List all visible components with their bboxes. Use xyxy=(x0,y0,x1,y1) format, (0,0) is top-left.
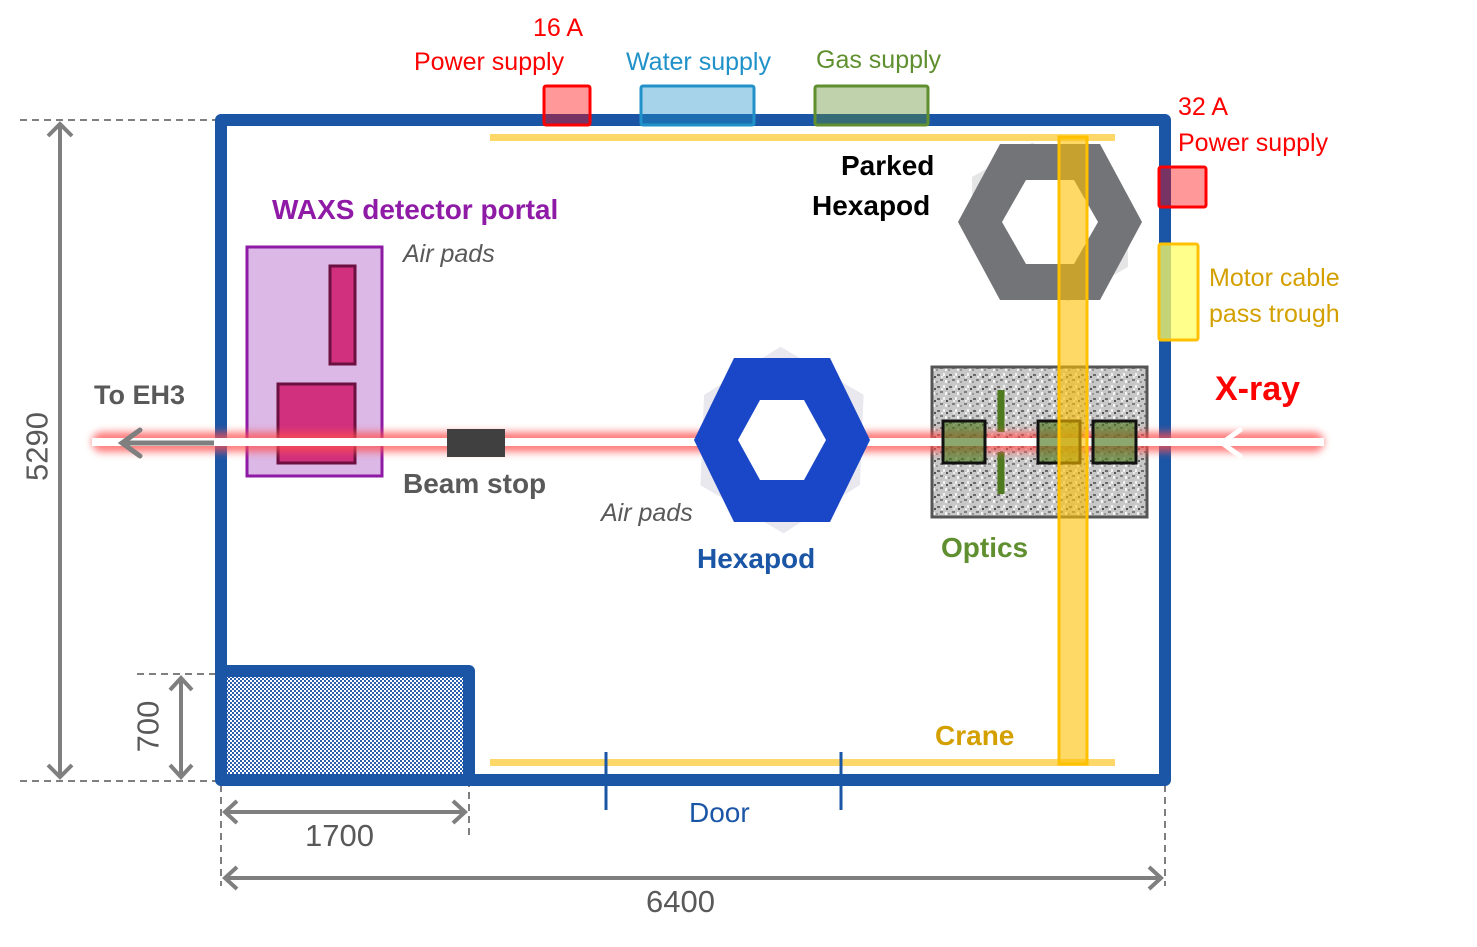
dim-width-label: 6400 xyxy=(646,884,715,919)
dim-arrowhead xyxy=(451,799,468,825)
xray-label: X-ray xyxy=(1215,370,1301,408)
hexapod-icon xyxy=(694,346,870,534)
parked-hexapod-label-line1: Parked xyxy=(841,150,935,181)
xray-arrowhead xyxy=(1217,427,1243,459)
dim-corner-height-label: 700 xyxy=(130,700,166,753)
motor-cable-label-line1: Motor cable xyxy=(1209,264,1340,292)
door-label: Door xyxy=(689,797,750,828)
power-supply-16a-box xyxy=(542,84,592,127)
parked-hexapod-icon xyxy=(958,142,1142,302)
optics-label: Optics xyxy=(941,532,1029,563)
air-pads-waxs-label: Air pads xyxy=(403,240,495,268)
power-supply-32a-box xyxy=(1157,165,1208,209)
dim-arrowhead xyxy=(46,121,74,138)
corner-mesh-area xyxy=(224,677,464,775)
crane-bridge xyxy=(1057,135,1089,766)
gas-supply-box xyxy=(813,84,930,127)
dim-arrowhead xyxy=(168,675,194,692)
air-pad-small xyxy=(328,264,357,366)
beam-stop xyxy=(447,429,505,457)
dim-corner-width-label: 1700 xyxy=(305,818,374,853)
power-32a-amp-label: 32 A xyxy=(1178,93,1229,121)
dim-arrowhead xyxy=(1147,865,1164,891)
dim-arrowhead xyxy=(222,799,239,825)
power-16a-name-label: Power supply xyxy=(414,48,565,76)
water-supply-box xyxy=(639,84,756,127)
crane-rail-top xyxy=(490,134,1115,141)
parked-hexapod-label-line2: Hexapod xyxy=(812,190,931,221)
power-32a-name-label: Power supply xyxy=(1178,129,1329,157)
power-16a-amp-label: 16 A xyxy=(533,14,584,42)
motor-cable-pass-through-box xyxy=(1157,242,1200,342)
air-pads-hexapod-label: Air pads xyxy=(601,499,693,527)
crane-rail-bottom xyxy=(490,759,1115,766)
hutch-wall xyxy=(215,114,1171,786)
water-supply-label: Water supply xyxy=(626,48,771,76)
beam-stop-label: Beam stop xyxy=(403,468,547,499)
motor-cable-label-line2: pass trough xyxy=(1209,300,1340,328)
to-eh3-label: To EH3 xyxy=(94,380,186,410)
waxs-portal-label: WAXS detector portal xyxy=(272,194,559,225)
dim-height-label: 5290 xyxy=(19,412,55,481)
optics-element-3 xyxy=(1091,419,1138,465)
dim-arrowhead xyxy=(222,865,239,891)
dim-arrowhead xyxy=(46,763,74,780)
optics-element-1 xyxy=(941,419,987,465)
gas-supply-label: Gas supply xyxy=(816,46,942,74)
crane-label: Crane xyxy=(935,720,1015,751)
hexapod-label: Hexapod xyxy=(697,543,816,574)
dim-arrowhead xyxy=(168,763,194,780)
